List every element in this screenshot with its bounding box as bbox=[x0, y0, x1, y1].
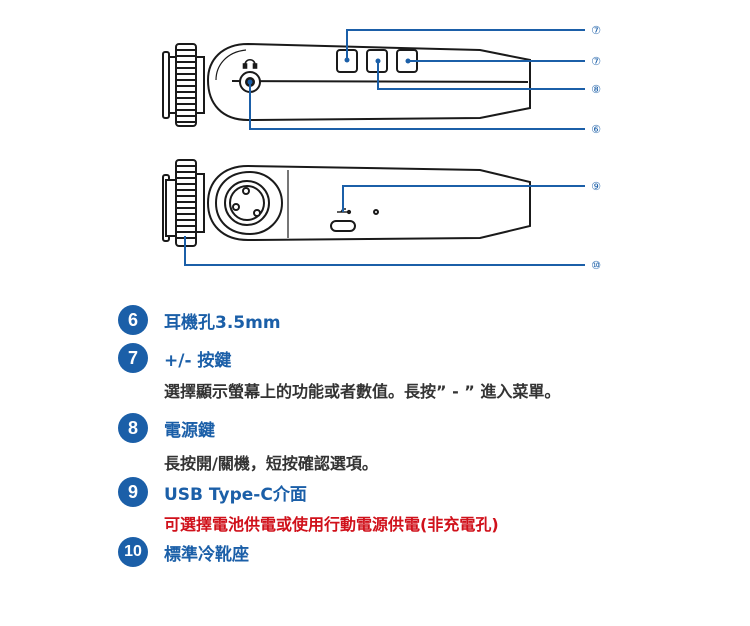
legend-title-10: 標準冷靴座 bbox=[164, 544, 249, 565]
legend-badge-6: 6 bbox=[118, 305, 148, 335]
legend-desc-8: 長按開/關機，短按確認選項。 bbox=[164, 454, 378, 473]
device-top-view bbox=[162, 42, 531, 127]
callout-label-9: ⑨ bbox=[591, 180, 601, 193]
legend-title-8: 電源鍵 bbox=[164, 420, 215, 441]
callout-dot-power bbox=[375, 58, 381, 64]
legend-title-9: USB Type-C介面 bbox=[164, 484, 307, 505]
headphone-icon bbox=[242, 58, 258, 69]
legend-item-6: 6 耳機孔3.5mm bbox=[118, 305, 281, 335]
callout-dot-plus bbox=[405, 58, 411, 64]
legend-item-10: 10 標準冷靴座 bbox=[118, 537, 249, 567]
legend-badge-7: 7 bbox=[118, 343, 148, 373]
callout-label-7b: ⑦ bbox=[591, 55, 601, 68]
callout-label-8: ⑧ bbox=[591, 83, 601, 96]
callout-dot-minus bbox=[344, 57, 350, 63]
callout-label-7a: ⑦ bbox=[591, 24, 601, 37]
knurl-texture-top bbox=[177, 49, 195, 123]
legend-title-7: +/- 按鍵 bbox=[164, 350, 232, 371]
legend-desc-7: 選擇顯示螢幕上的功能或者數值。長按” - ” 進入菜單。 bbox=[164, 382, 561, 401]
device-diagram: ⑦ ⑦ ⑧ ⑥ ⑨ ⑩ bbox=[162, 24, 601, 272]
legend-item-8: 8 電源鍵 bbox=[118, 413, 215, 443]
device-bottom-view bbox=[162, 159, 531, 247]
callout-label-10: ⑩ bbox=[591, 259, 601, 272]
legend-item-7: 7 +/- 按鍵 bbox=[118, 343, 231, 373]
legend-desc-9: 可選擇電池供電或使用行動電源供電(非充電孔) bbox=[164, 515, 499, 534]
callout-label-6: ⑥ bbox=[591, 123, 601, 136]
callout-lines-bottom bbox=[184, 185, 585, 266]
legend-badge-9: 9 bbox=[118, 477, 148, 507]
legend-badge-8: 8 bbox=[118, 413, 148, 443]
legend-title-6: 耳機孔3.5mm bbox=[164, 312, 281, 333]
knurl-texture-bottom bbox=[177, 165, 195, 239]
callout-lines-top bbox=[249, 29, 585, 130]
callout-dot-jack bbox=[247, 79, 253, 85]
legend-item-9: 9 USB Type-C介面 bbox=[118, 477, 307, 507]
legend-badge-10: 10 bbox=[118, 537, 148, 567]
